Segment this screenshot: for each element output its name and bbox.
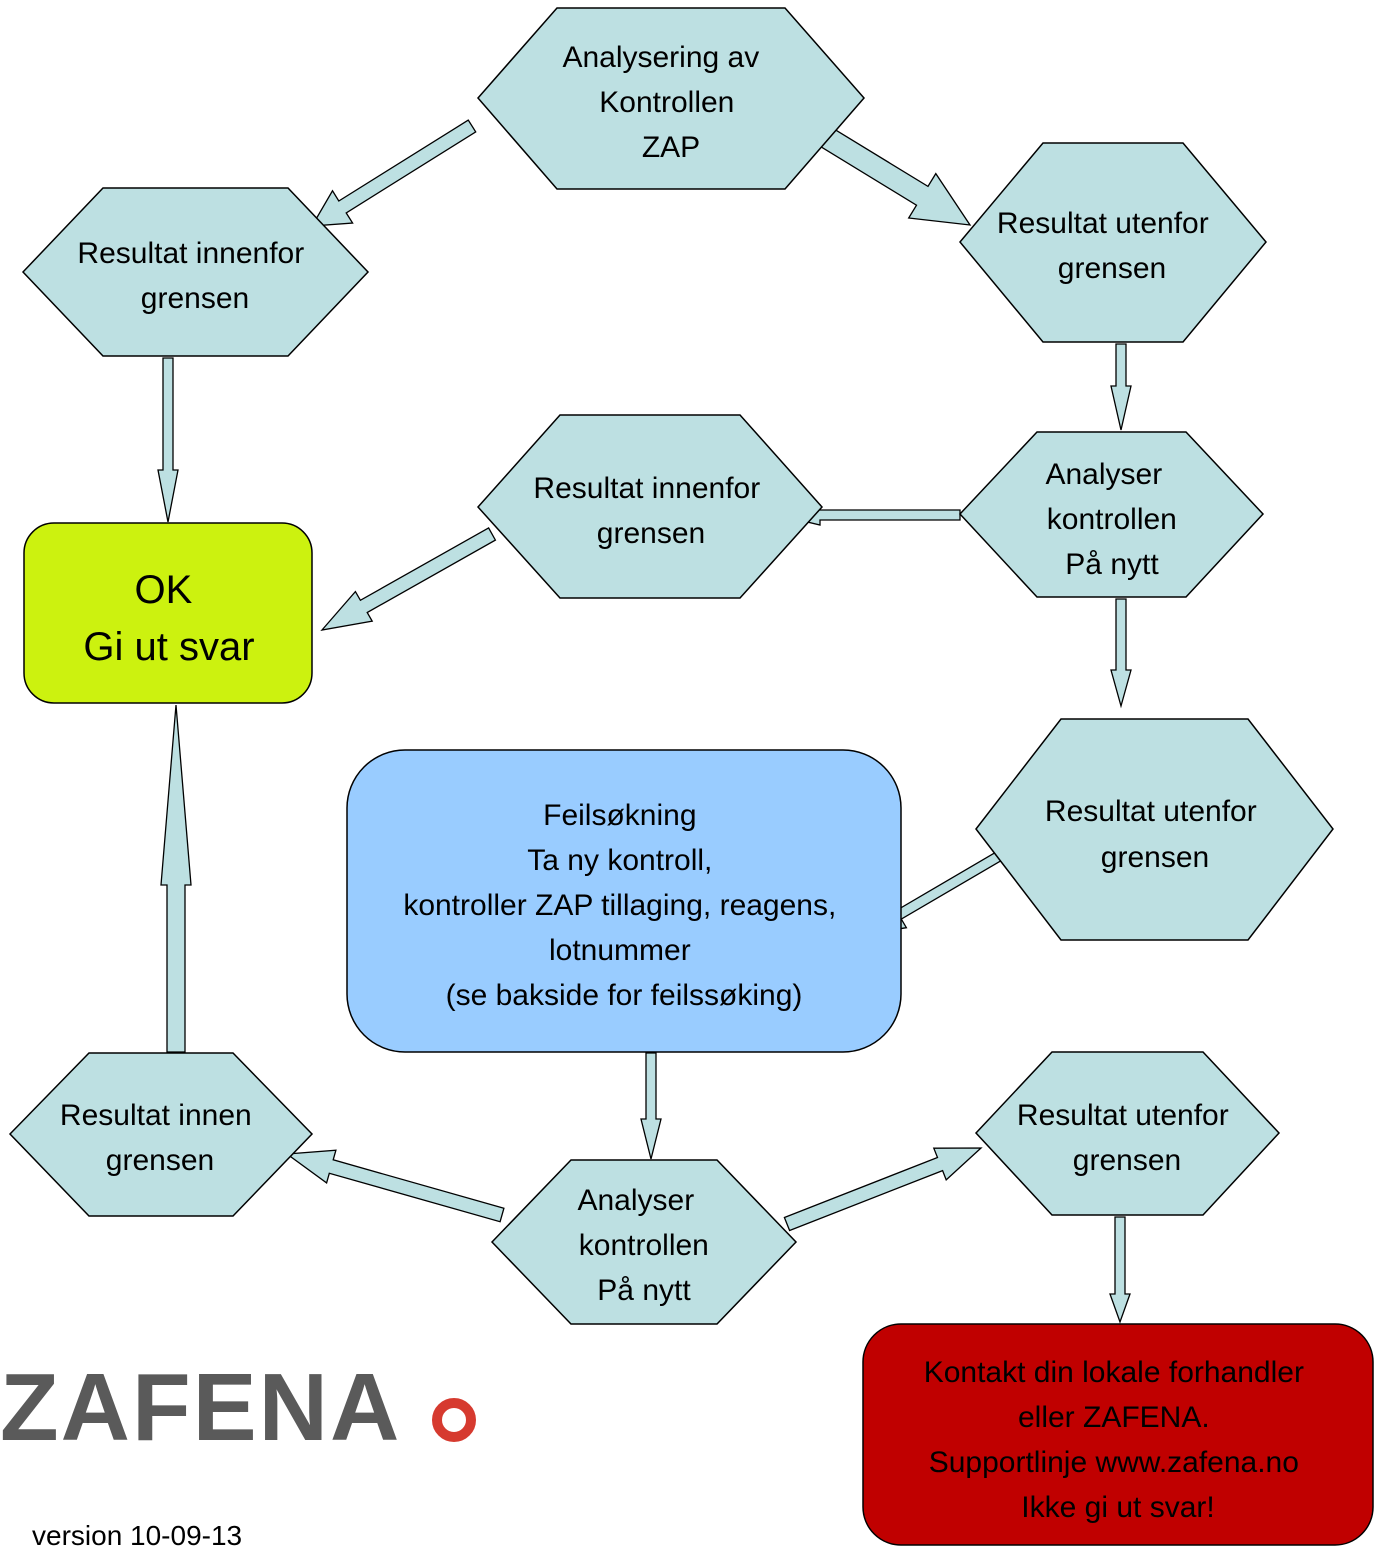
arrow-reanalyze-2-to-within-3: [285, 1149, 505, 1223]
node-reanalyze-2-shape: [490, 1159, 798, 1325]
arrow-troubleshoot-to-reanalyze-2: [640, 1052, 662, 1160]
node-contact-shape: [862, 1323, 1374, 1546]
node-outside-1-label: Resultat utenfor grensen: [997, 207, 1217, 285]
node-within-3-shape: [8, 1052, 314, 1217]
node-ok-shape: [23, 522, 313, 704]
node-outside-2-label: Resultat utenfor grensen: [1045, 795, 1265, 874]
node-within-3-label: Resultat innen grensen: [60, 1099, 260, 1177]
arrow-reanalyze-1-to-outside-2: [1110, 598, 1132, 709]
node-reanalyze-1-shape: [958, 431, 1265, 598]
node-contact-label: Kontakt din lokale forhandler eller ZAFE…: [924, 1356, 1313, 1524]
arrow-outside-1-to-reanalyze-1: [1110, 343, 1132, 431]
node-reanalyze-2-label: Analyser kontrollen På nytt: [577, 1184, 717, 1307]
node-outside-3-shape: [974, 1051, 1281, 1216]
node-outside-3-label: Resultat utenfor grensen: [1017, 1099, 1237, 1177]
arrow-within-1-to-ok: [157, 357, 179, 523]
node-start-shape: [477, 7, 865, 190]
node-outside-2-shape: [975, 718, 1334, 941]
arrow-outside-3-to-contact: [1109, 1216, 1131, 1324]
connector-arrows: [157, 104, 1132, 1324]
node-within-2-label: Resultat innenfor grensen: [533, 472, 768, 550]
ring-dot-icon: [432, 1398, 476, 1442]
arrow-start-to-within-1: [310, 119, 477, 227]
version-label: version 10-09-13: [32, 1520, 242, 1547]
node-within-2-shape: [476, 414, 824, 599]
node-troubleshoot-label: Feilsøkning Ta ny kontroll, kontroller Z…: [403, 799, 844, 1012]
node-reanalyze-1-label: Analyser kontrollen På nytt: [1045, 458, 1185, 581]
zafena-logo: ZAFENA: [0, 1354, 401, 1461]
arrow-within-3-to-ok: [160, 704, 192, 1053]
node-start-label: Analysering av Kontrollen ZAP: [562, 41, 767, 164]
node-within-1-label: Resultat innenfor grensen: [77, 237, 312, 315]
node-troubleshoot-shape: [346, 749, 902, 1053]
arrow-within-2-to-ok: [320, 527, 497, 631]
node-outside-1-shape: [959, 142, 1267, 343]
node-within-1-shape: [21, 187, 370, 357]
node-ok-label: OK Gi ut svar: [83, 568, 254, 669]
arrow-reanalyze-2-to-outside-3: [783, 1147, 983, 1232]
